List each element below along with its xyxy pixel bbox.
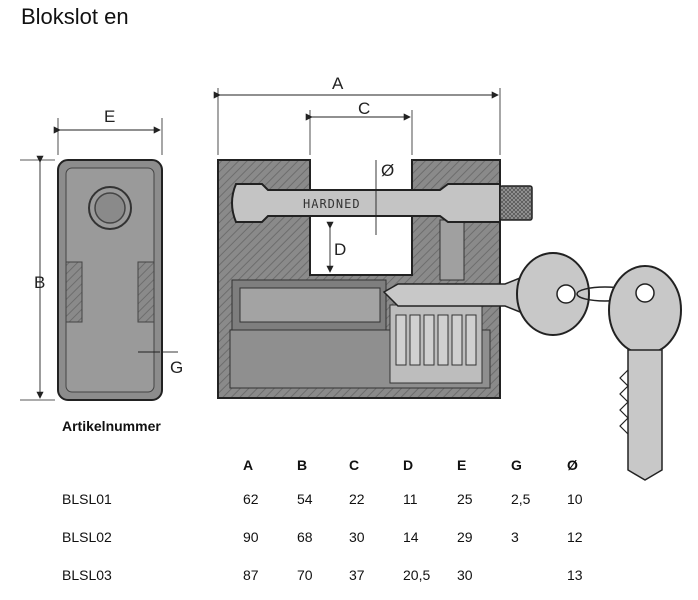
table-cell: 3 xyxy=(511,529,519,545)
table-header-article xyxy=(40,450,243,480)
table-row: BLSL03 87 70 37 20,5 30 13 xyxy=(40,556,617,594)
table-cell: 2,5 xyxy=(511,491,531,507)
article-number: BLSL02 xyxy=(62,529,112,545)
table-cell: 14 xyxy=(403,529,419,545)
page-title: Blokslot en xyxy=(21,4,129,29)
dim-label-B: B xyxy=(34,273,45,292)
table-cell: 10 xyxy=(567,491,583,507)
table-cell: 30 xyxy=(349,529,365,545)
table-cell: 90 xyxy=(243,529,259,545)
table-cell: 68 xyxy=(297,529,313,545)
table-cell: 13 xyxy=(567,567,583,583)
table-header-cell: G xyxy=(511,457,522,473)
shackle-stamp: HARDNED xyxy=(303,197,361,211)
key-inserted xyxy=(382,252,590,336)
table-row: BLSL02 90 68 30 14 29 3 12 xyxy=(40,518,617,556)
table-cell: 30 xyxy=(457,567,473,583)
table-cell: 54 xyxy=(297,491,313,507)
dim-label-C: C xyxy=(358,99,370,118)
table-cell: 62 xyxy=(243,491,259,507)
dim-label-G: G xyxy=(170,358,183,377)
table-cell: 37 xyxy=(349,567,365,583)
table-cell: 12 xyxy=(567,529,583,545)
table-header-cell: E xyxy=(457,457,467,473)
table-row: BLSL01 62 54 22 11 25 2,5 10 xyxy=(40,480,617,518)
dim-label-D: D xyxy=(334,240,346,259)
table-cell: 22 xyxy=(349,491,365,507)
article-number: BLSL03 xyxy=(62,567,112,583)
table-cell: 70 xyxy=(297,567,313,583)
table-header-cell: Ø xyxy=(567,457,578,473)
dim-label-diameter: Ø xyxy=(381,161,394,180)
front-section-view: HARDNED xyxy=(213,88,533,399)
table-cell: 20,5 xyxy=(403,567,431,583)
key-hanging xyxy=(608,265,682,481)
table-header-cell: B xyxy=(297,457,308,473)
table-cell: 25 xyxy=(457,491,473,507)
table-header-cell: D xyxy=(403,457,414,473)
table-cell: 87 xyxy=(243,567,259,583)
table-header-cell: A xyxy=(243,457,254,473)
table-header-cell: C xyxy=(349,457,360,473)
dimensions-table: A B C D E G Ø BLSL01 62 54 22 11 25 2,5 … xyxy=(40,450,617,594)
table-heading: Artikelnummer xyxy=(62,418,161,434)
table-cell: 11 xyxy=(403,491,418,507)
table-cell xyxy=(511,556,567,594)
article-number: BLSL01 xyxy=(62,491,112,507)
dim-label-E: E xyxy=(104,107,115,126)
table-header-row: A B C D E G Ø xyxy=(40,450,617,480)
table-cell: 29 xyxy=(457,529,473,545)
dim-label-A: A xyxy=(332,74,344,93)
side-view xyxy=(20,118,178,401)
